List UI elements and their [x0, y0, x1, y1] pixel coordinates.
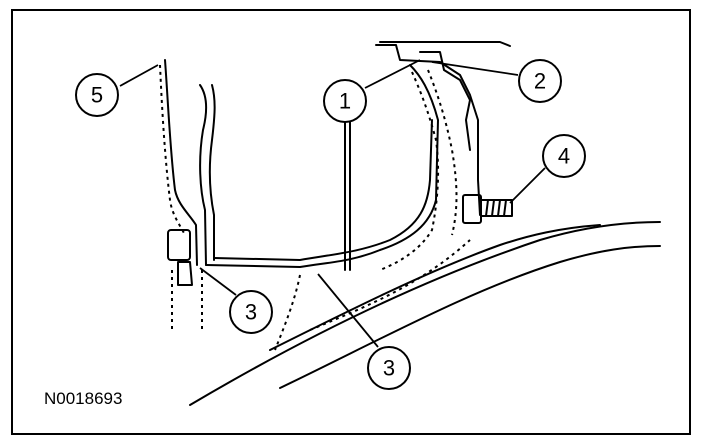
lower-sweep-mid — [269, 224, 601, 351]
callout-3b-label: 3 — [383, 356, 395, 381]
leader-5 — [119, 64, 159, 87]
callout-4-label: 4 — [558, 144, 570, 169]
pan-outline — [205, 64, 439, 268]
leader-3b — [317, 273, 379, 348]
right-housing-flange — [419, 51, 471, 151]
gasket-line-left — [159, 64, 186, 236]
gasket-line-right-outer — [427, 69, 458, 236]
callout-2-label: 2 — [534, 69, 546, 94]
left-panel-back — [208, 84, 216, 261]
gasket-line-seal — [309, 239, 471, 331]
top-edge — [379, 41, 511, 47]
callout-3b-circle — [367, 346, 411, 390]
callout-2-circle — [518, 59, 562, 103]
leader-2 — [431, 61, 519, 76]
callout-4-circle — [542, 134, 586, 178]
figure-id: N0018693 — [44, 389, 123, 408]
callout-1-circle — [323, 79, 367, 123]
right-housing — [375, 44, 481, 216]
left-bracket — [177, 261, 193, 286]
leader-4 — [509, 167, 546, 204]
gasket-line-bottom — [274, 274, 301, 351]
pan-inner-outline — [213, 119, 433, 261]
callout-3a-label: 3 — [245, 300, 257, 325]
leader-3a — [199, 267, 237, 296]
leader-1 — [364, 59, 421, 89]
lower-sweep-outer — [189, 221, 661, 406]
right-bolt-head — [462, 194, 482, 224]
callout-5-circle — [75, 73, 119, 117]
lower-sweep-inner — [279, 245, 661, 389]
left-bolt-head — [167, 229, 191, 261]
callout-1-label: 1 — [339, 89, 351, 114]
left-panel-inner — [199, 84, 208, 266]
left-panel-outline — [164, 59, 198, 266]
callout-3a-circle — [229, 290, 273, 334]
callout-5-label: 5 — [91, 83, 103, 108]
right-bolt-threads — [485, 199, 507, 217]
right-bolt-shank — [480, 199, 513, 217]
